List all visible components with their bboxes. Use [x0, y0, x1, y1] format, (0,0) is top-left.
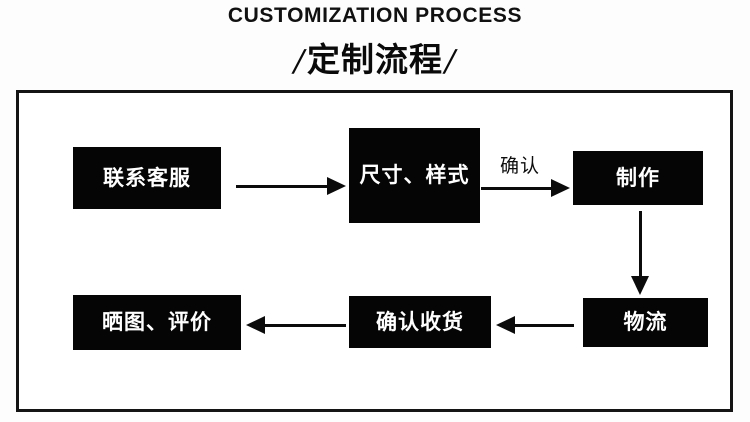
arrow-shaft: [638, 211, 642, 279]
arrow-head-right-icon: [551, 179, 570, 197]
process-step-size-style[interactable]: 尺寸、样式: [349, 128, 480, 223]
arrow-size-style-to-production: [481, 176, 570, 200]
arrow-confirm-receipt-to-review: [246, 313, 346, 337]
arrow-head-left-icon: [496, 316, 515, 334]
arrow-head-right-icon: [327, 177, 346, 195]
process-step-review[interactable]: 晒图、评价: [73, 295, 241, 350]
arrow-contact-to-size-style: [236, 173, 346, 199]
arrow-logistics-to-confirm-receipt: [496, 313, 574, 337]
diagram-frame: 联系客服 尺寸、样式 制作 物流 确认收货 晒图、评价 确认: [16, 90, 733, 412]
arrow-shaft: [262, 323, 346, 327]
process-step-logistics[interactable]: 物流: [583, 298, 708, 347]
process-step-production[interactable]: 制作: [573, 151, 703, 205]
arrow-shaft: [512, 323, 574, 327]
arrow-head-left-icon: [246, 316, 265, 334]
arrow-label-confirm: 确认: [500, 155, 541, 177]
arrow-shaft: [236, 184, 330, 188]
arrow-production-to-logistics: [628, 211, 652, 295]
page-title-chinese: /定制流程/: [0, 33, 750, 81]
process-step-confirm-receipt[interactable]: 确认收货: [349, 296, 491, 348]
arrow-head-down-icon: [631, 276, 649, 295]
page-title-english: CUSTOMIZATION PROCESS: [227, 4, 523, 27]
arrow-shaft: [481, 186, 553, 190]
process-step-contact[interactable]: 联系客服: [73, 147, 221, 209]
title-chinese-text: 定制流程: [307, 40, 443, 79]
